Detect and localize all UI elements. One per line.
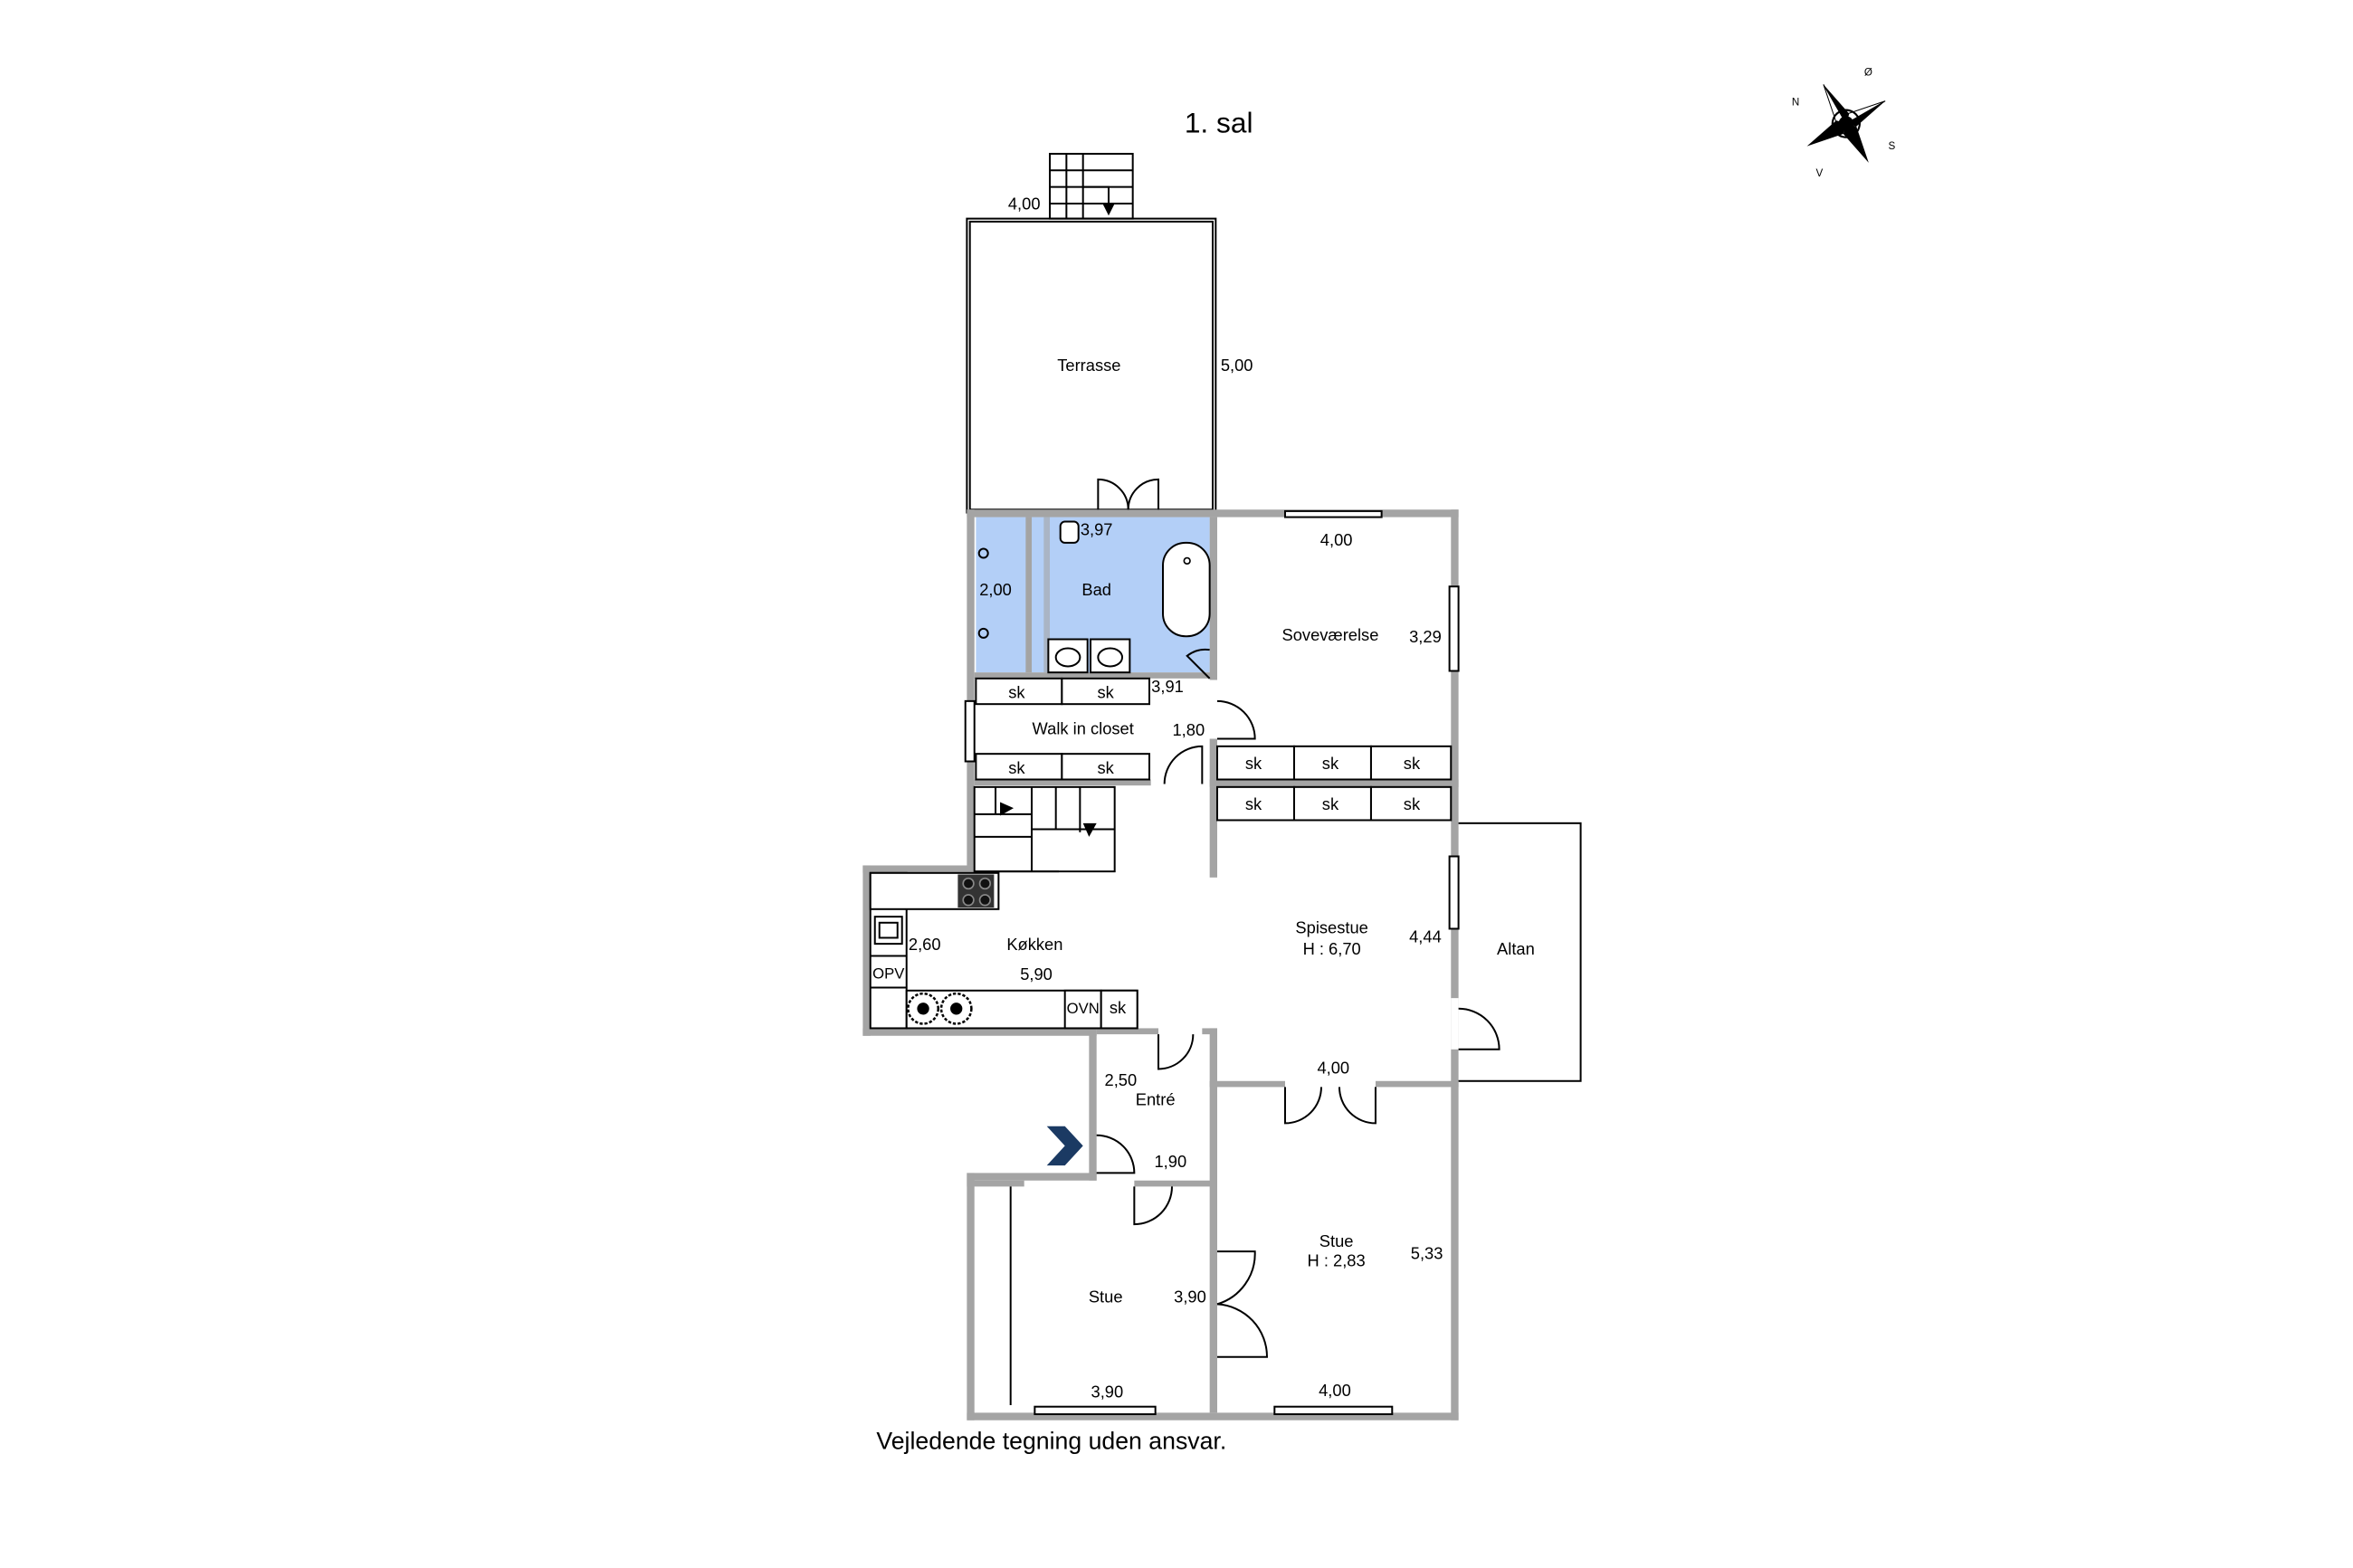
dimension-label: 4,44	[1409, 927, 1442, 946]
compass-west-label: V	[1816, 167, 1824, 179]
disclaimer: Vejledende tegning uden ansvar.	[876, 1427, 1226, 1454]
room-name: Walk in closet	[1033, 719, 1134, 738]
closet-label: sk	[1098, 758, 1115, 777]
closet-label: sk	[1322, 794, 1339, 813]
sink-icon-2	[1090, 638, 1131, 674]
closet-label: sk	[1245, 794, 1262, 813]
oven-label: OVN	[1067, 1000, 1100, 1017]
dimension-label: 2,60	[909, 935, 941, 954]
staircase	[973, 785, 1116, 873]
compass-north-label: N	[1792, 97, 1799, 109]
toilet-icon	[1059, 520, 1080, 544]
room-name: Spisestue	[1295, 917, 1367, 936]
dishwasher-label: OPV	[872, 965, 905, 982]
compass-south-label: S	[1889, 140, 1896, 152]
sink-icon	[1047, 638, 1089, 674]
dimension-label: 3,29	[1409, 627, 1442, 646]
windows	[964, 509, 1460, 1416]
dimension-label: 4,00	[1319, 1381, 1351, 1400]
closets: sk sk sk sk sk sk sk sk sk sk	[975, 677, 1453, 822]
closet-label: sk	[1008, 683, 1025, 702]
kitchen-fixtures: OPV OVN sk	[869, 871, 1138, 1030]
dimension-label: 2,00	[979, 580, 1012, 599]
entrance-arrow-icon	[1046, 1126, 1083, 1166]
room-subtitle: H : 6,70	[1303, 939, 1361, 958]
terrace	[966, 152, 1217, 514]
dimension-label: 4,00	[1317, 1058, 1349, 1077]
closet-label: sk	[1322, 754, 1339, 773]
closet-label: sk	[1404, 754, 1421, 773]
room-name: Bad	[1081, 580, 1111, 599]
bathtub-icon	[1162, 541, 1211, 638]
closet-label: sk	[1245, 754, 1262, 773]
room-name: Stue	[1089, 1288, 1123, 1307]
dimension-label: 3,97	[1081, 520, 1113, 539]
dimension-label: 3,91	[1151, 677, 1184, 696]
room-name: Entré	[1136, 1089, 1176, 1108]
compass-rose-icon: N Ø S V	[1792, 66, 1896, 179]
room-name: Soveværelse	[1282, 625, 1379, 644]
dimension-label: 4,00	[1008, 195, 1041, 214]
dimension-label: 4,00	[1320, 530, 1353, 549]
dimension-label: 5,33	[1411, 1243, 1443, 1262]
compass-east-label: Ø	[1864, 66, 1872, 78]
room-name: Altan	[1497, 939, 1535, 958]
closet-label: sk	[1404, 794, 1421, 813]
dimension-label: 3,90	[1174, 1288, 1206, 1307]
plan-title: 1. sal	[1185, 107, 1253, 139]
closet-label: sk	[1098, 683, 1115, 702]
dimension-label: 5,00	[1221, 356, 1253, 375]
dimension-label: 5,90	[1020, 965, 1053, 984]
dimension-label: 3,90	[1091, 1383, 1124, 1402]
room-name: Terrasse	[1057, 356, 1120, 375]
dimension-labels: 4,00 5,00 3,97 2,00 4,00 3,29 3,91 1,80 …	[909, 195, 1443, 1402]
closet-label: sk	[1110, 998, 1127, 1017]
room-labels: Terrasse Bad Soveværelse Walk in closet …	[1006, 356, 1534, 1307]
room-name: Stue	[1319, 1231, 1354, 1250]
bathroom-fixtures	[977, 517, 1211, 674]
room-name: Køkken	[1006, 935, 1062, 954]
dimension-label: 1,90	[1155, 1152, 1187, 1171]
walls	[862, 509, 1459, 1421]
doors	[1096, 478, 1500, 1358]
dimension-label: 1,80	[1173, 720, 1205, 739]
dimension-label: 2,50	[1105, 1070, 1138, 1089]
room-subtitle: H : 2,83	[1308, 1251, 1366, 1270]
closet-label: sk	[1008, 758, 1025, 777]
